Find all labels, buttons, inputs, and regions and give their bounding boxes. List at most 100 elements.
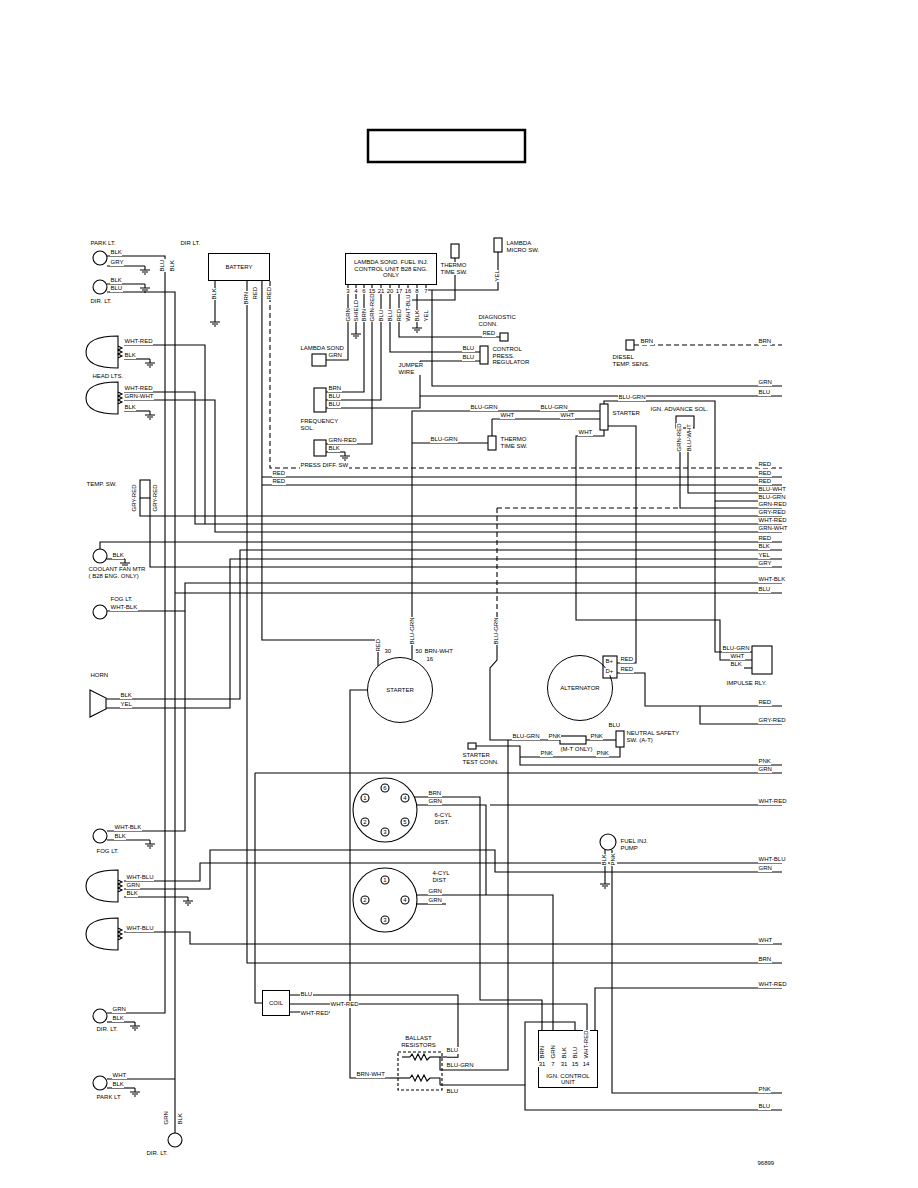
terminal-circle xyxy=(401,818,409,826)
component-box: BATTERY xyxy=(208,253,270,281)
wire-label: WHT-RED xyxy=(758,517,787,524)
wire-label: WHT xyxy=(500,412,515,419)
wire-label: IGN. ADVANCE SOL. xyxy=(650,406,709,413)
wire-label: WHT-BLK xyxy=(110,604,138,611)
wire-label: FOG LT. xyxy=(110,596,133,603)
wire-label: BLK xyxy=(114,833,126,840)
wire-label: BLU xyxy=(387,309,394,322)
wire-label: FREQUENCY SOL. xyxy=(300,418,341,431)
wire-label: DIR. LT. xyxy=(96,1026,118,1033)
resistor-symbol xyxy=(410,1054,430,1060)
wire xyxy=(688,428,782,493)
wire-label: BRN xyxy=(243,291,250,305)
wire-label: GRY-RED xyxy=(152,484,159,512)
wire xyxy=(124,358,150,359)
ground-symbol xyxy=(412,324,422,332)
wire-label: BLK xyxy=(112,1015,124,1022)
wire-label: GRN xyxy=(758,865,772,872)
wire xyxy=(326,285,364,392)
wire-label: BLU xyxy=(328,401,341,408)
wire-label: GRY-RED xyxy=(758,717,786,724)
terminal-circle xyxy=(93,280,107,294)
terminal-number: 15 xyxy=(571,1061,579,1068)
wire-label: BLU-GRN xyxy=(512,733,540,740)
wire-label: PNK xyxy=(610,853,617,866)
component-symbol xyxy=(600,404,608,430)
component-symbol xyxy=(312,354,326,366)
wire-connector xyxy=(262,281,378,657)
ground-symbol xyxy=(140,284,150,292)
wire-label: BLK xyxy=(328,445,340,452)
wire-label: BLU xyxy=(110,285,123,292)
wire-label: BLU-GRN xyxy=(758,494,786,501)
terminal-number: 6 xyxy=(383,785,387,792)
wire-label: GRN xyxy=(758,379,772,386)
wire-label: BLU xyxy=(758,586,771,593)
wire-label: BLK xyxy=(124,352,136,359)
wire-label: PNK xyxy=(758,1086,771,1093)
wire-label: WHT-RED xyxy=(300,1010,329,1017)
wire-label: RED xyxy=(375,638,382,652)
wire xyxy=(412,442,488,443)
ballast-housing xyxy=(398,1052,442,1090)
component-circle: ALTERNATOR xyxy=(547,655,613,721)
wire-label: BLK xyxy=(124,404,136,411)
wire xyxy=(107,839,150,840)
wire-label: PNK xyxy=(590,733,603,740)
title-frame xyxy=(368,130,525,162)
wire-label: PNK xyxy=(596,750,609,757)
wire-label: GRY-RED xyxy=(758,509,786,516)
wire-label: BRN xyxy=(539,1045,546,1059)
component-symbol xyxy=(314,440,326,456)
terminal-number: 3 xyxy=(383,829,387,836)
terminal-number: 31 xyxy=(560,1061,568,1068)
wire xyxy=(617,673,782,706)
wire xyxy=(107,292,175,1133)
wire-label: BLK xyxy=(112,1081,124,1088)
terminal-circle xyxy=(93,1009,107,1023)
component-symbol xyxy=(494,238,502,252)
resistor-symbol xyxy=(410,1075,430,1081)
component-symbol xyxy=(752,646,772,674)
wire xyxy=(247,281,782,963)
wire xyxy=(326,285,381,400)
wire xyxy=(416,903,446,904)
wire-label: BLU-WHT xyxy=(686,424,693,452)
wire-label: GRN xyxy=(428,888,442,895)
wire-label: RED xyxy=(482,330,496,337)
wire-label: RED xyxy=(272,478,286,485)
wire-label: NEUTRAL SAFETY SW. (A-T) xyxy=(626,730,689,743)
wire-label: BLK xyxy=(112,552,124,559)
wire-label: RED xyxy=(252,286,259,300)
wire-label: BLU xyxy=(300,991,313,998)
terminal-number: 4 xyxy=(403,795,407,802)
wire xyxy=(604,401,752,652)
wire-label: GRY-RED xyxy=(131,484,138,512)
component-symbol xyxy=(140,480,150,498)
terminal-circle xyxy=(168,1133,182,1147)
wire xyxy=(175,592,782,593)
wire xyxy=(107,1078,175,1079)
wire-label: GRN-RED xyxy=(758,501,787,508)
wire-label: GRN xyxy=(328,352,342,359)
wire-label: BLK xyxy=(110,277,122,284)
wire xyxy=(124,410,150,411)
wire-label: CONTROL PRESS. REGULATOR xyxy=(492,346,533,366)
wire xyxy=(107,1087,135,1088)
wire xyxy=(106,559,782,708)
wire-label: BLU xyxy=(446,1047,459,1054)
wire xyxy=(390,1077,410,1078)
wire xyxy=(430,1056,447,1057)
terminal-circle xyxy=(93,1076,107,1090)
wire-label: GRN-RED xyxy=(328,437,357,444)
wire xyxy=(124,345,205,524)
wire-label: THERMO TIME SW. xyxy=(440,262,475,275)
wire-label: WHT-RED xyxy=(124,338,153,345)
wire-label: GRN xyxy=(112,1006,126,1013)
terminal-number: 16 xyxy=(426,656,434,663)
wire-label: BLU xyxy=(328,393,341,400)
wire xyxy=(107,611,185,831)
wire-label: BLU xyxy=(572,1046,579,1059)
wire xyxy=(390,285,480,352)
